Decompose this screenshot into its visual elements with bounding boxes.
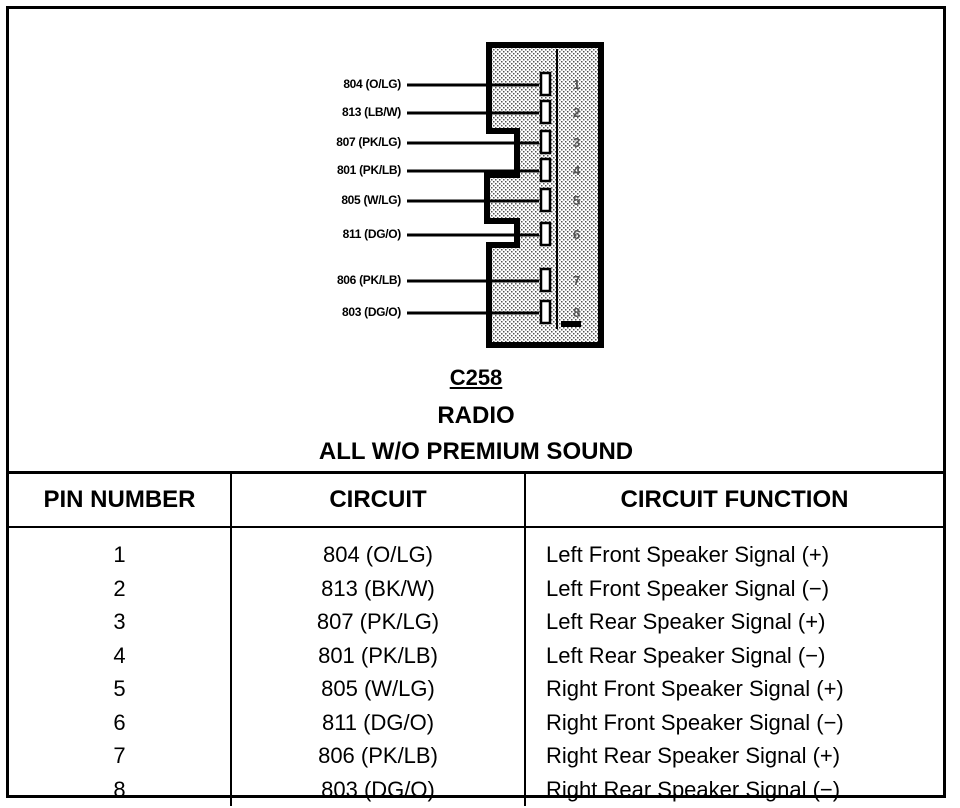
terminal-pin (539, 129, 552, 155)
circuit-cell: 806 (PK/LB) (230, 739, 525, 773)
pin-number-cell: 6 (113, 709, 126, 735)
terminal-pin (539, 299, 552, 325)
wire-label: 806 (PK/LB) (336, 273, 401, 287)
circuit-cell: 801 (PK/LB) (230, 638, 525, 672)
circuit-function-cell: Left Front Speaker Signal (−) (524, 571, 943, 605)
terminal-pin (539, 267, 552, 293)
wire-label: 811 (DG/O) (342, 227, 402, 241)
circuit-function-cell: Right Front Speaker Signal (−) (524, 705, 943, 739)
terminal-pin (539, 187, 552, 213)
wire-label: 804 (O/LG) (343, 77, 401, 91)
pin-number-cell: 5 (113, 676, 126, 701)
pinout-table: PIN NUMBER CIRCUIT CIRCUIT FUNCTION 1 804… (9, 471, 943, 806)
wire-label: 813 (LB/W) (341, 105, 401, 119)
wire-label: 807 (PK/LG) (336, 135, 401, 149)
circuit-cell: 804 (O/LG) (230, 527, 525, 572)
table-row: 7 806 (PK/LB)Right Rear Speaker Signal (+… (9, 739, 943, 773)
circuit-cell: 803 (DG/O) (230, 772, 525, 806)
pin-number-cell: 2 (113, 575, 126, 601)
pin-number-cell: 4 (113, 642, 126, 668)
housing-pin-number: 6 (573, 227, 581, 242)
pin-number-cell: 3 (113, 609, 126, 634)
connector-id: C258 (449, 365, 503, 390)
header-pin-number: PIN NUMBER (9, 472, 231, 528)
pin-number-cell: 1 (113, 542, 126, 567)
housing-pin-number: 7 (573, 273, 581, 288)
circuit-function-cell: Left Rear Speaker Signal (+) (524, 605, 943, 639)
header-circuit: CIRCUIT (230, 472, 525, 528)
table-row: 1 804 (O/LG)Left Front Speaker Signal (+) (9, 527, 943, 572)
wire-label: 803 (DG/O) (341, 305, 401, 319)
wiring-sheet: 804 (O/LG)813 (LB/W)807 (PK/LG)801 (PK/L… (6, 6, 946, 806)
housing-pin-number: 1 (573, 77, 581, 92)
pin-number-cell: 7 (113, 743, 126, 768)
housing-pin-number: 2 (573, 105, 581, 120)
housing-pin-number: 5 (573, 193, 581, 208)
table-row: 5 805 (W/LG)Right Front Speaker Signal (+… (9, 672, 943, 706)
circuit-function-cell: Left Rear Speaker Signal (−) (524, 638, 943, 672)
terminal-pin (539, 99, 552, 125)
wire-label: 801 (PK/LB) (336, 163, 401, 177)
circuit-function-cell: Right Front Speaker Signal (+) (524, 672, 943, 706)
table-row: 3 807 (PK/LG)Left Rear Speaker Signal (+) (9, 605, 943, 639)
circuit-function-cell: Right Rear Speaker Signal (+) (524, 739, 943, 773)
table-row: 2 813 (BK/W)Left Front Speaker Signal (−) (9, 571, 943, 605)
circuit-cell: 807 (PK/LG) (230, 605, 525, 639)
terminal-pin (539, 157, 552, 183)
component-name: RADIO (437, 402, 515, 429)
terminal-pin (539, 221, 552, 247)
table-header-row: PIN NUMBER CIRCUIT CIRCUIT FUNCTION (9, 472, 943, 528)
housing-pin-number: 3 (573, 135, 581, 150)
connector-diagram: 804 (O/LG) 813 (LB/W) 807 (PK/LG) 801 (PK/L… (9, 9, 943, 471)
header-circuit-function: CIRCUIT FUNCTION (524, 472, 943, 528)
table-row: 8 803 (DG/O)Right Rear Speaker Signal (−) (9, 772, 943, 806)
circuit-cell: 805 (W/LG) (230, 672, 525, 706)
circuit-cell: 811 (DG/O) (230, 705, 525, 739)
application-note: ALL W/O PREMIUM SOUND (318, 438, 634, 465)
terminal-pin (539, 71, 552, 97)
circuit-function-cell: Left Front Speaker Signal (+) (524, 527, 943, 572)
housing-pin-number: 8 (573, 305, 581, 320)
connector-drawing (407, 42, 604, 348)
wire-label: 805 (W/LG) (341, 193, 401, 207)
pin-number-cell: 8 (113, 776, 126, 802)
table-row: 4 801 (PK/LB)Left Rear Speaker Signal (−) (9, 638, 943, 672)
table-row: 6 811 (DG/O)Right Front Speaker Signal (−… (9, 705, 943, 739)
circuit-function-cell: Right Rear Speaker Signal (−) (524, 772, 943, 806)
circuit-cell: 813 (BK/W) (230, 571, 525, 605)
housing-pin-number: 4 (573, 163, 581, 178)
